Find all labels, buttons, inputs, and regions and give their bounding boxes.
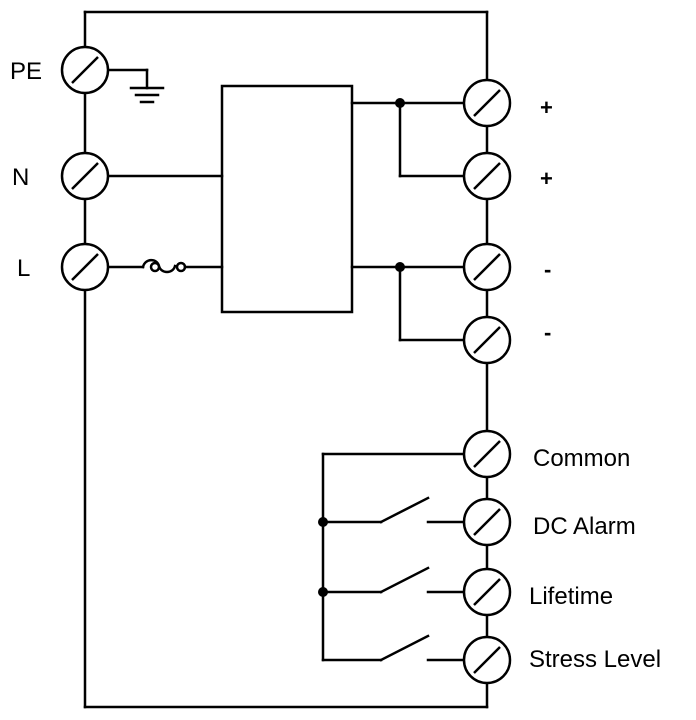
terminal-plus-1 — [462, 78, 512, 128]
terminal-pe — [60, 45, 110, 95]
label-common: Common — [533, 445, 630, 472]
enclosure-outline — [83, 10, 489, 709]
plus-output-wiring — [350, 98, 467, 178]
label-minus-2: - — [544, 320, 551, 345]
relay-switch-lifetime — [379, 566, 467, 594]
terminal-minus-2 — [462, 315, 512, 365]
terminal-n — [60, 151, 110, 201]
relay-wiring — [318, 452, 467, 662]
label-plus-2: + — [540, 166, 553, 191]
label-dc-alarm: DC Alarm — [533, 513, 636, 540]
label-l: L — [17, 255, 30, 282]
minus-output-wiring — [350, 262, 467, 342]
label-n: N — [12, 164, 29, 191]
ground-icon — [106, 68, 165, 104]
terminal-minus-1 — [462, 242, 512, 292]
label-plus-1: + — [540, 95, 553, 120]
relay-switch-dc-alarm — [379, 496, 467, 524]
terminal-l — [60, 242, 110, 292]
terminal-plus-2 — [462, 151, 512, 201]
terminal-stress-level — [462, 635, 512, 685]
relay-switch-stress-level — [379, 634, 467, 662]
terminal-dc-alarm — [462, 497, 512, 547]
label-stress-level: Stress Level — [529, 646, 661, 673]
label-lifetime: Lifetime — [529, 583, 613, 610]
terminal-common — [462, 429, 512, 479]
fuse-icon — [106, 258, 224, 274]
label-minus-1: - — [544, 257, 551, 282]
converter-box — [220, 84, 354, 314]
label-pe: PE — [10, 58, 42, 85]
terminal-lifetime — [462, 567, 512, 617]
